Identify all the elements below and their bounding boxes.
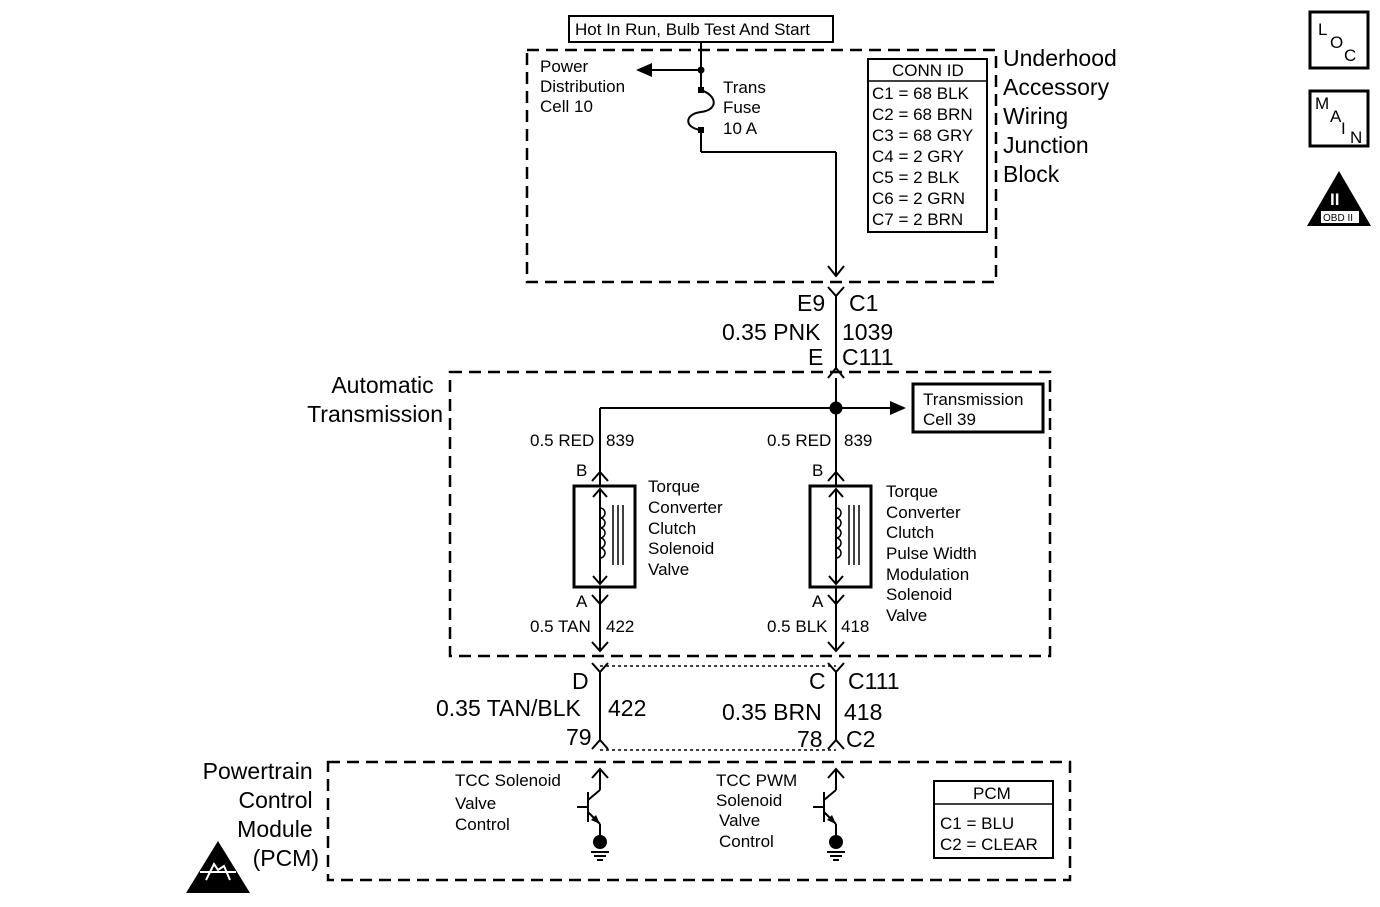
tcc-pwm-solenoid-label: Torque Converter Clutch Pulse Width Modu… (886, 482, 981, 625)
fuse-label: Trans Fuse 10 A (723, 78, 771, 138)
junction-block: Underhood Accessory Wiring Junction Bloc… (525, 45, 1123, 284)
transmission-cell-ref: Transmission Cell 39 (911, 382, 1045, 434)
power-source-label: Hot In Run, Bulb Test And Start (568, 15, 834, 70)
pcm-conn-title: PCM (973, 784, 1011, 803)
tcc-pwm-solenoid-valve (808, 484, 873, 589)
svg-text:N: N (1350, 128, 1362, 147)
transistor-icon (813, 767, 845, 861)
svg-text:L: L (1318, 20, 1327, 39)
pcm-module: Powertrain Control Module (PCM) TCC Sole… (203, 758, 1072, 882)
circuit-422: 422 (608, 695, 646, 721)
right-circuit-418: 418 (841, 617, 869, 636)
svg-text:M: M (1315, 94, 1329, 113)
tcc-solenoid-control-label: TCC Solenoid Valve Control (455, 771, 566, 834)
pin-d: D (572, 668, 589, 694)
tcc-solenoid-label: Torque Converter Clutch Solenoid Valve (648, 477, 727, 579)
junction-block-title: Underhood Accessory Wiring Junction Bloc… (1003, 45, 1123, 187)
svg-text:C1 = BLU C2 = CLEAR: C1 = BLU C2 = CLEAR (940, 814, 1038, 854)
left-pin-a: A (576, 592, 588, 611)
pin-c: C (809, 668, 826, 694)
connector-c2: C2 (846, 726, 875, 752)
feed-wire-1039: E9 C1 0.35 PNK 1039 E C111 (722, 286, 894, 379)
transistor-icon (577, 767, 609, 861)
wire-color-pnk: 0.35 PNK (722, 319, 821, 345)
left-pin-b: B (576, 461, 587, 480)
svg-text:I: I (1341, 119, 1346, 138)
svg-text:O: O (1330, 33, 1343, 52)
pin-79: 79 (566, 724, 592, 750)
power-distribution-label: Power Distribution Cell 10 (540, 57, 630, 116)
fuse-icon (687, 70, 845, 278)
conn-id-table: CONN ID C1 = 68 BLK C2 = 68 BRN C3 = 68 … (867, 58, 988, 233)
connector-c111-group: D 0.35 TAN/BLK 422 79 C C111 0.35 BRN 41… (436, 662, 900, 752)
right-pin-b: B (812, 461, 823, 480)
connector-c111: C111 (842, 344, 894, 370)
left-circuit-839: 839 (606, 431, 634, 450)
svg-text:OBD II: OBD II (1323, 213, 1353, 224)
splice-dot (829, 401, 843, 415)
automatic-transmission: Automatic Transmission Transmission Cell… (307, 370, 1052, 658)
tcc-pwm-control-label: TCC PWM Solenoid Valve Control (716, 771, 802, 851)
connector-c1: C1 (849, 290, 878, 316)
left-wire-red: 0.5 RED (530, 431, 594, 450)
pcm-title: Powertrain Control Module (PCM) (203, 758, 319, 871)
tcc-solenoid-valve (572, 484, 637, 589)
svg-text:II: II (1330, 190, 1339, 209)
svg-text:A: A (1330, 107, 1342, 126)
circuit-1039: 1039 (842, 319, 893, 345)
right-pin-a: A (812, 592, 824, 611)
circuit-418: 418 (844, 699, 882, 725)
conn-id-rows: C1 = 68 BLK C2 = 68 BRN C3 = 68 GRY C4 =… (872, 84, 978, 229)
arrow-left-icon (636, 63, 652, 77)
conn-id-title: CONN ID (892, 61, 964, 80)
right-wire-red: 0.5 RED (767, 431, 831, 450)
connector-c111-lower: C111 (848, 668, 900, 694)
right-wire-blk: 0.5 BLK (767, 617, 828, 636)
left-circuit-422: 422 (606, 617, 634, 636)
wire-color-brn: 0.35 BRN (722, 699, 822, 725)
pin-e9: E9 (797, 290, 825, 316)
main-icon[interactable]: M A I N (1308, 89, 1370, 148)
wire-color-tan-blk: 0.35 TAN/BLK (436, 695, 582, 721)
svg-text:C: C (1344, 46, 1356, 65)
pin-e: E (808, 344, 823, 370)
pin-78: 78 (797, 726, 823, 752)
svg-text:Transmission Cell 39: Transmission Cell 39 (923, 390, 1028, 429)
right-circuit-839: 839 (844, 431, 872, 450)
esd-warning-icon (186, 841, 250, 893)
left-wire-tan: 0.5 TAN (530, 617, 591, 636)
pcm-conn-table: PCM C1 = BLU C2 = CLEAR (933, 780, 1054, 859)
loc-icon[interactable]: L O C (1308, 10, 1370, 70)
obd-ii-icon[interactable]: II OBD II (1307, 171, 1371, 226)
arrow-right-icon (890, 401, 906, 415)
transmission-title: Automatic Transmission (307, 372, 443, 427)
power-source-text: Hot In Run, Bulb Test And Start (575, 20, 810, 39)
